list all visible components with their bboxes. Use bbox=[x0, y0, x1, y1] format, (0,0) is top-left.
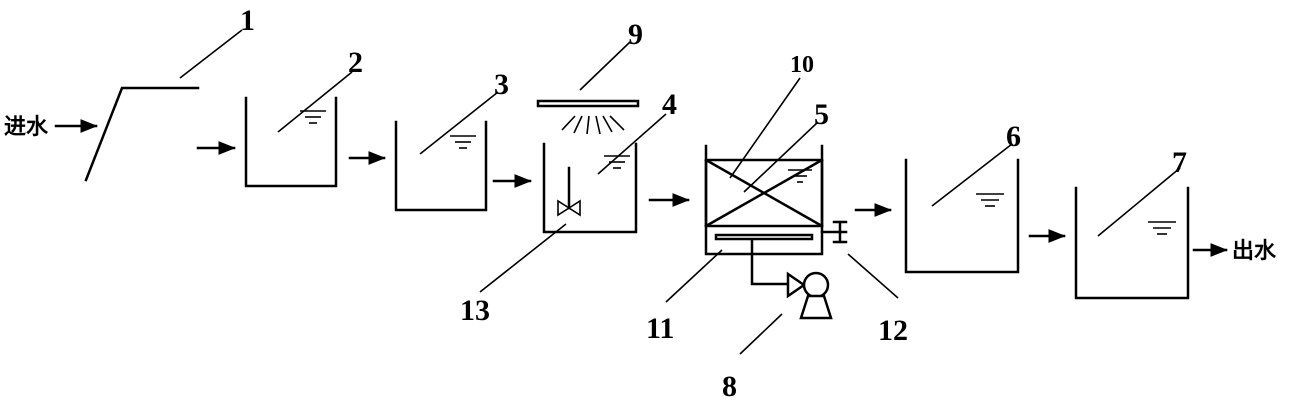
water-level-icon-6 bbox=[976, 193, 1004, 207]
label-7: 7 bbox=[1172, 146, 1187, 179]
label-8: 8 bbox=[722, 370, 737, 403]
label-3: 3 bbox=[494, 68, 509, 101]
inlet-label: 进水 bbox=[4, 115, 49, 140]
water-level-icon-3 bbox=[450, 135, 476, 149]
label-10: 10 bbox=[790, 52, 814, 78]
bar-screen bbox=[84, 86, 200, 182]
label-4: 4 bbox=[662, 88, 677, 121]
outlet-label: 出水 bbox=[1232, 239, 1277, 264]
leader-5 bbox=[743, 121, 819, 193]
uv-lamp-9 bbox=[536, 99, 640, 108]
leader-9 bbox=[579, 41, 631, 91]
water-level-icon-7 bbox=[1148, 221, 1176, 235]
packing-cross-b bbox=[704, 158, 824, 228]
tank-3 bbox=[394, 120, 488, 212]
label-2: 2 bbox=[348, 46, 363, 79]
label-9: 9 bbox=[628, 18, 643, 51]
valve-icon-12 bbox=[832, 220, 848, 244]
air-pipe bbox=[750, 238, 790, 286]
water-level-icon-5 bbox=[788, 169, 812, 183]
packing-layer bbox=[704, 158, 824, 228]
tank-7 bbox=[1074, 186, 1190, 300]
leader-2 bbox=[277, 71, 353, 133]
label-1: 1 bbox=[240, 4, 255, 37]
label-11: 11 bbox=[646, 312, 674, 345]
leader-7 bbox=[1097, 167, 1181, 237]
light-rays-icon bbox=[561, 115, 625, 135]
label-13: 13 bbox=[460, 294, 490, 327]
agitator-icon bbox=[557, 166, 581, 217]
leader-3 bbox=[419, 91, 499, 155]
label-5: 5 bbox=[814, 98, 829, 131]
leader-8 bbox=[739, 313, 783, 355]
water-level-icon-2 bbox=[300, 110, 326, 124]
leader-4 bbox=[597, 113, 667, 175]
leader-12 bbox=[847, 253, 899, 299]
air-pump-icon bbox=[786, 271, 833, 320]
leader-1 bbox=[179, 29, 243, 79]
tank-6 bbox=[904, 158, 1020, 274]
leader-11 bbox=[665, 249, 723, 303]
tank-4 bbox=[542, 142, 638, 234]
leader-13 bbox=[479, 223, 567, 293]
label-12: 12 bbox=[878, 314, 908, 347]
label-6: 6 bbox=[1006, 120, 1021, 153]
leader-10 bbox=[729, 77, 801, 179]
leader-6 bbox=[931, 143, 1013, 207]
tank-2 bbox=[244, 96, 338, 188]
aerator-pipe-11 bbox=[714, 233, 814, 241]
